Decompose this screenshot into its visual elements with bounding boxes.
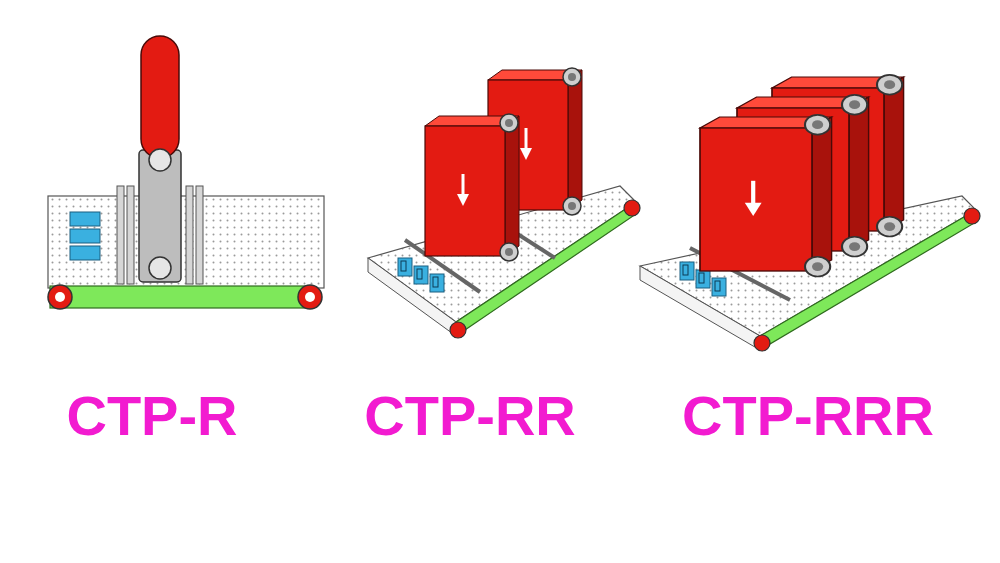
model-label: CTP-R xyxy=(66,388,237,444)
model-label: CTP-RRR xyxy=(682,388,934,444)
model-label: CTP-RR xyxy=(364,388,576,444)
